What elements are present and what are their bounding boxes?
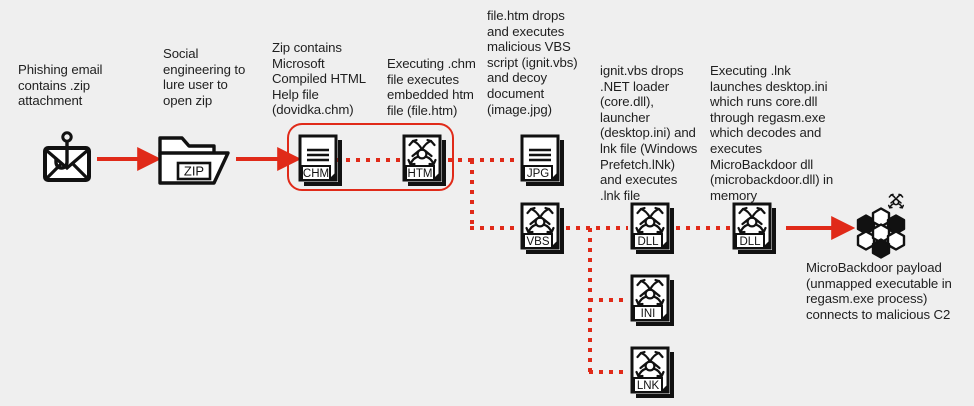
node-vbs-file-label: VBS: [526, 236, 549, 248]
node-ini-file[interactable]: INI: [628, 272, 676, 333]
node-ini-file-label: INI: [641, 308, 656, 320]
node-htm-file[interactable]: HTM: [400, 132, 448, 193]
biohazard-file-icon: VBS: [520, 202, 564, 254]
node-jpg-file[interactable]: JPG: [518, 132, 566, 193]
node-zip-folder[interactable]: ZIP: [156, 132, 232, 193]
caption-vbs-drops-loader: ignit.vbs drops .NET loader (core.dll), …: [600, 63, 698, 203]
zip-folder-icon: ZIP: [158, 136, 230, 185]
node-payload-memory[interactable]: [840, 192, 912, 269]
caption-phishing-email: Phishing email contains .zip attachment: [18, 62, 103, 109]
caption-social-engineering: Social engineering to lure user to open …: [163, 46, 246, 108]
document-file-icon: JPG: [520, 134, 564, 186]
biohazard-file-icon: HTM: [402, 134, 446, 186]
phishing-envelope-icon: [43, 131, 91, 182]
node-chm-file-label: CHM: [303, 168, 329, 180]
caption-zip-contains-chm: Zip contains Microsoft Compiled HTML Hel…: [272, 40, 366, 118]
caption-chm-executes-htm: Executing .chm file executes embedded ht…: [387, 56, 476, 118]
biohazard-file-icon: LNK: [630, 346, 674, 398]
node-zip-folder-label: ZIP: [184, 164, 204, 179]
caption-lnk-launches-ini: Executing .lnk launches desktop.ini whic…: [710, 63, 834, 203]
node-lnk-file-label: LNK: [637, 380, 660, 392]
node-jpg-file-label: JPG: [527, 168, 549, 180]
node-dll-microbackdoor-file[interactable]: DLL: [730, 200, 778, 261]
biohazard-file-icon: INI: [630, 274, 674, 326]
node-lnk-file[interactable]: LNK: [628, 344, 676, 405]
hex-memory-biohazard-icon: [856, 193, 906, 259]
node-dll-microbackdoor-file-label: DLL: [739, 236, 761, 248]
document-file-icon: CHM: [298, 134, 342, 186]
biohazard-file-icon: DLL: [732, 202, 776, 254]
node-phishing-email[interactable]: [40, 130, 98, 193]
caption-microbackdoor-payload: MicroBackdoor payload (unmapped executab…: [806, 260, 952, 322]
node-htm-file-label: HTM: [408, 168, 433, 180]
node-vbs-file[interactable]: VBS: [518, 200, 566, 261]
biohazard-file-icon: DLL: [630, 202, 674, 254]
caption-htm-drops-vbs: file.htm drops and executes malicious VB…: [487, 8, 578, 117]
node-dll-core-file-label: DLL: [637, 236, 659, 248]
node-chm-file[interactable]: CHM: [296, 132, 344, 193]
node-dll-core-file[interactable]: DLL: [628, 200, 676, 261]
